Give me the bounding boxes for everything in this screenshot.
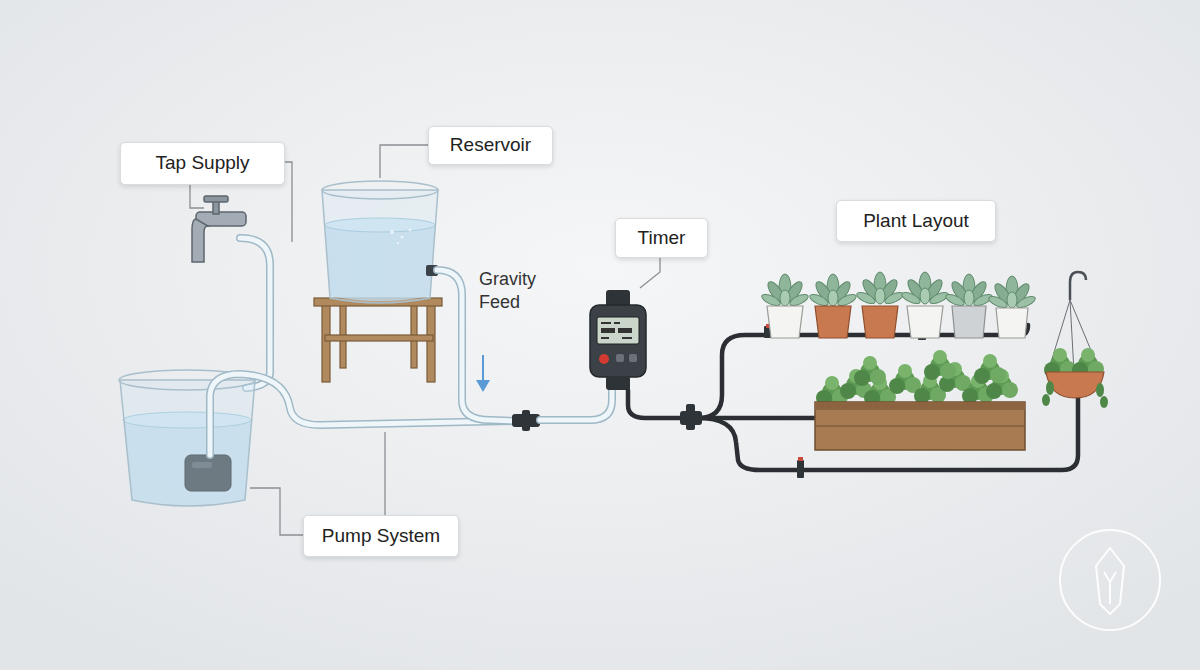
callout-label: Pump System [322, 525, 440, 548]
callout-box: Tap Supply [120, 142, 285, 185]
callout-box: Plant Layout [836, 200, 996, 242]
callout-label: Tap Supply [155, 152, 249, 175]
flow-label: Gravity Feed [479, 268, 543, 313]
callout-box: Timer [615, 218, 708, 258]
callout-box: Pump System [303, 515, 459, 557]
callout-label: Plant Layout [863, 210, 969, 233]
callout-label: Reservoir [450, 134, 531, 157]
callout-label: Timer [638, 227, 686, 250]
callout-box: Reservoir [428, 126, 553, 165]
